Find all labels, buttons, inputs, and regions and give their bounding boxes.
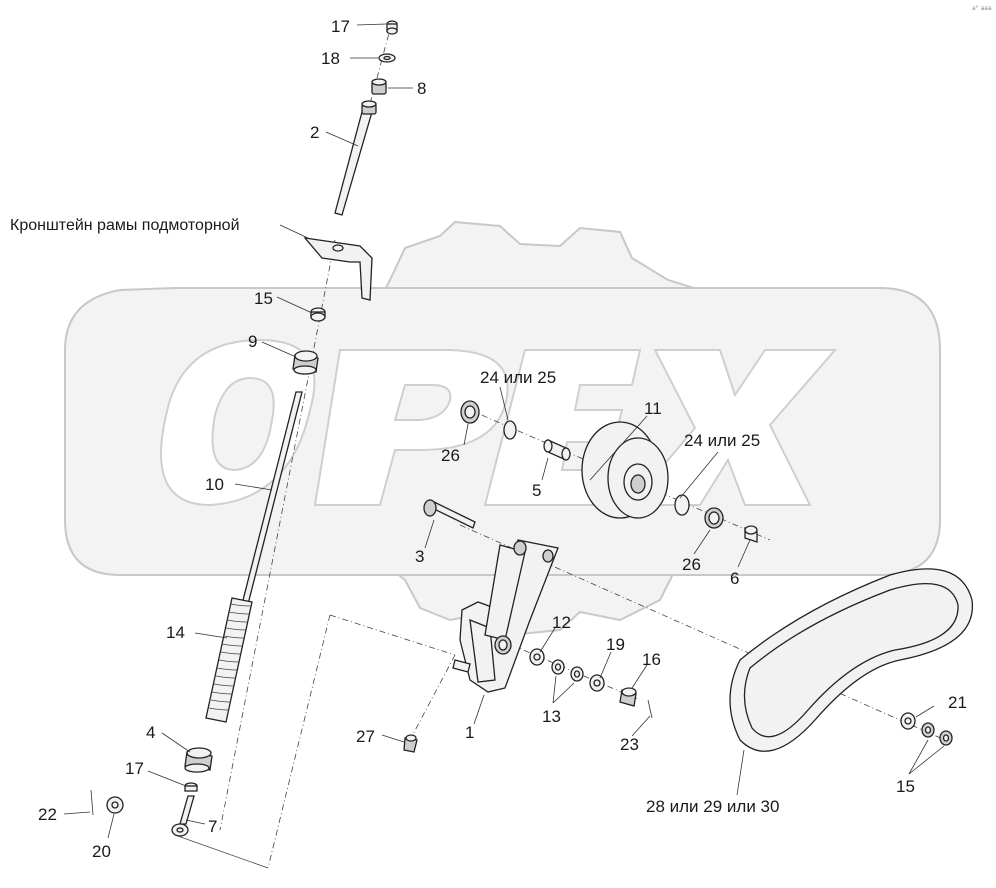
part-16-castle-nut	[619, 687, 637, 707]
callout-16: 16	[642, 650, 661, 669]
callout-8: 8	[417, 79, 426, 98]
part-13-washers	[551, 659, 584, 682]
part-8-bushing	[371, 78, 387, 95]
callout-21: 21	[948, 693, 967, 712]
part-24-ring-right	[674, 494, 690, 516]
callout-10: 10	[205, 475, 224, 494]
callout-11: 11	[644, 399, 662, 418]
frame-bracket	[303, 237, 373, 301]
callout-24-or-25-right: 24 или 25	[684, 431, 760, 450]
callout-6: 6	[730, 569, 739, 588]
callout-27: 27	[356, 727, 375, 746]
callout-12: 12	[552, 613, 571, 632]
part-26-bearing-right	[704, 507, 724, 529]
callout-28-or-29-or-30: 28 или 29 или 30	[646, 797, 779, 816]
part-3-bolt	[423, 499, 476, 529]
part-17-nut-top	[386, 20, 398, 35]
part-11-pulley	[581, 421, 669, 519]
watermark-letter-p	[313, 349, 509, 506]
callout-labels: 17 18 8 2 Кронштейн рамы подмоторной 15 …	[10, 17, 967, 861]
callout-22: 22	[38, 805, 57, 824]
callout-3: 3	[415, 547, 424, 566]
part-5-axle	[543, 438, 571, 462]
watermark-logo	[64, 220, 941, 636]
part-19-washer	[589, 674, 605, 692]
callout-13: 13	[542, 707, 561, 726]
part-26-bearing-left	[460, 400, 480, 424]
assembly-axes	[174, 21, 946, 869]
callout-5: 5	[532, 481, 541, 500]
part-7-eye-bolt	[171, 795, 195, 837]
callout-19: 19	[606, 635, 625, 654]
part-24-ring-left	[503, 420, 517, 440]
watermark-letter-o	[160, 338, 316, 507]
part-1-tensioner-arm	[452, 539, 559, 693]
callout-26-right: 26	[682, 555, 701, 574]
callout-1: 1	[465, 723, 474, 742]
part-23-cotter-pin	[647, 699, 653, 719]
part-15-nut-upper	[310, 307, 326, 322]
callout-24-or-25-left: 24 или 25	[480, 368, 556, 387]
part-28-belt	[729, 568, 974, 752]
part-20-washer	[106, 796, 124, 814]
callout-15-lower: 15	[896, 777, 915, 796]
callout-frame-bracket: Кронштейн рамы подмоторной	[10, 217, 240, 234]
callout-2: 2	[310, 123, 319, 142]
callout-17-lower: 17	[125, 759, 144, 778]
part-12-washer	[529, 648, 545, 666]
part-15-nuts-lower	[921, 722, 953, 746]
callout-23: 23	[620, 735, 639, 754]
part-21-washer	[900, 712, 916, 730]
part-6-bushing	[744, 525, 758, 543]
part-9-spring-cup	[292, 350, 319, 375]
callout-4: 4	[146, 723, 155, 742]
callout-18: 18	[321, 49, 340, 68]
part-17-nut-lower	[184, 782, 198, 792]
part-4-lower-cup	[184, 747, 213, 773]
callout-9: 9	[248, 332, 257, 351]
part-27-grease-fitting	[403, 734, 418, 753]
part-14-spring	[205, 597, 253, 723]
callout-26-left: 26	[441, 446, 460, 465]
part-2-rod	[334, 100, 377, 216]
callout-7: 7	[208, 817, 217, 836]
callout-17-top: 17	[331, 17, 350, 36]
leader-lines	[63, 23, 945, 839]
callout-14: 14	[166, 623, 185, 642]
part-18-washer	[378, 53, 396, 63]
corner-mark: a° aaa	[972, 5, 992, 12]
callout-20: 20	[92, 842, 111, 861]
callout-15-upper: 15	[254, 289, 273, 308]
part-22-cotter-pin	[90, 789, 94, 816]
